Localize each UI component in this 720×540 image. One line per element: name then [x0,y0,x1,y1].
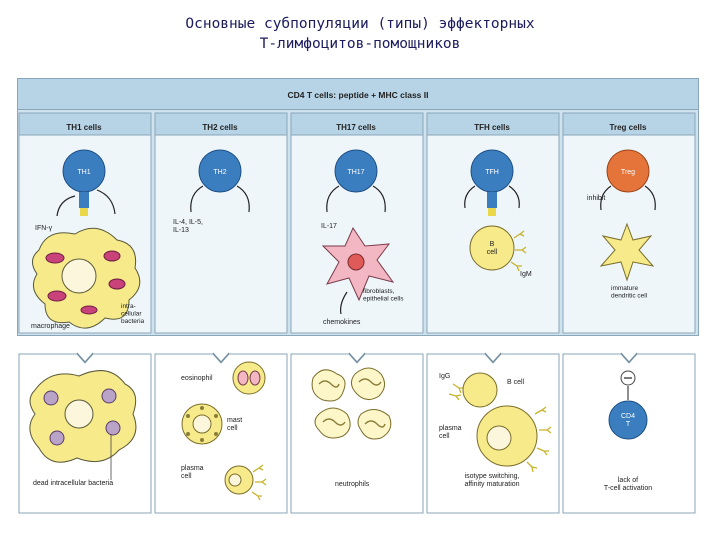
dead-bacteria-label: dead intracellular bacteria [33,480,113,487]
column-heading-treg: Treg cells [610,123,647,132]
intracellular-bacteria [45,250,126,315]
eosinophil-label: eosinophil [181,375,213,382]
inhibit-arrow [600,185,612,211]
column-heading-th1: TH1 cells [66,123,102,132]
mast-cell [181,403,223,445]
macrophage-nucleus [64,399,94,429]
secretion-arrow-right [236,185,250,213]
plasma-cell-th2 [224,465,254,495]
plasma-cell-tfh [476,405,538,467]
fibroblast-label: fibroblasts,epithelial cells [363,288,404,302]
treg-cell-label: Treg [621,169,635,176]
th17-cell: TH17 [334,149,378,193]
chemokine-arrow [340,291,348,315]
th17-cell-label: TH17 [347,169,364,176]
isotype-switching-label: isotype switching,affinity maturation [464,473,519,488]
outcome-th1: dead intracellular bacteria [29,370,137,487]
secretion-arrow-right [644,185,656,211]
th1-cytokine: IFN-γ [35,225,53,232]
column-heading-tfh: TFH cells [474,123,510,132]
fibroblast-nucleus [347,253,365,271]
mhc-receptor [80,208,88,216]
outcome-panel [154,353,288,514]
secretion-arrow [56,195,76,217]
figure-header-bar [17,78,699,110]
tfh-cell-label: TFH [485,169,499,176]
title-line-1: Основные субпопуляции (типы) эффекторных [185,16,535,32]
neutrophils [311,367,392,440]
outcome-th17: neutrophils [311,367,392,488]
igg-label: IgG [439,373,450,380]
secretion-arrow-right [508,185,520,209]
chemokines-label: chemokines [323,319,361,326]
th-subsets-figure: CD4 T cells: peptide + MHC class II TH1 … [17,78,699,514]
title-line-2: Т-лимфоцитов-помощников [259,36,461,52]
b-cell-outcome [462,372,498,408]
immature-dendritic-cell [599,222,655,282]
column-th1: TH1 cells TH1 IFN-γ macrophage intra-cel… [31,123,145,330]
secretion-arrow-right [372,185,386,213]
secretion-arrow [464,185,476,209]
tcr-receptor [487,192,497,208]
dead-bacteria [43,388,121,446]
outcome-arrow [76,352,94,363]
th2-cell: TH2 [198,149,242,193]
column-th17: TH17 cells TH17 IL-17 fibroblasts,epithe… [321,123,404,326]
th17-cytokine: IL-17 [321,223,337,230]
th1-cell: TH1 [62,149,106,193]
eosinophil [232,361,266,395]
mhc-receptor [488,208,496,216]
minus-symbol [620,370,636,386]
outcome-arrow [348,352,366,363]
neutrophil-nuclei [318,378,386,428]
th2-cytokine: IL-4, IL-5,IL-13 [173,219,203,234]
macrophage-label: macrophage [31,323,70,330]
plasma-antibodies [526,406,552,473]
column-th2: TH2 cells TH2 IL-4, IL-5,IL-13 [173,123,250,234]
igm-label: IgM [520,271,532,278]
outcome-arrow [620,352,638,363]
column-heading-th2: TH2 cells [202,123,238,132]
outcome-arrow [484,352,502,363]
figure-header: CD4 T cells: peptide + MHC class II [287,90,428,100]
b-cell-outcome-label: B cell [507,379,525,386]
secretion-arrow [190,185,204,213]
outcome-arrow [212,352,230,363]
slide-title: Основные субпопуляции (типы) эффекторных… [0,14,720,54]
ige-antibodies [251,464,267,501]
macrophage-nucleus [61,258,97,294]
secretion-arrow-right [96,189,116,215]
th1-cell-label: TH1 [77,169,90,176]
tfh-cell: TFH [470,149,514,193]
treg-cell: Treg [606,149,650,193]
th2-cell-label: TH2 [213,169,226,176]
column-heading-th17: TH17 cells [336,123,376,132]
neutrophils-label: neutrophils [335,481,370,488]
tcr-receptor [79,192,89,208]
treg-inhibit-label: inhibit [587,195,605,202]
secretion-arrow [326,185,340,213]
igm-antibodies [510,230,527,272]
